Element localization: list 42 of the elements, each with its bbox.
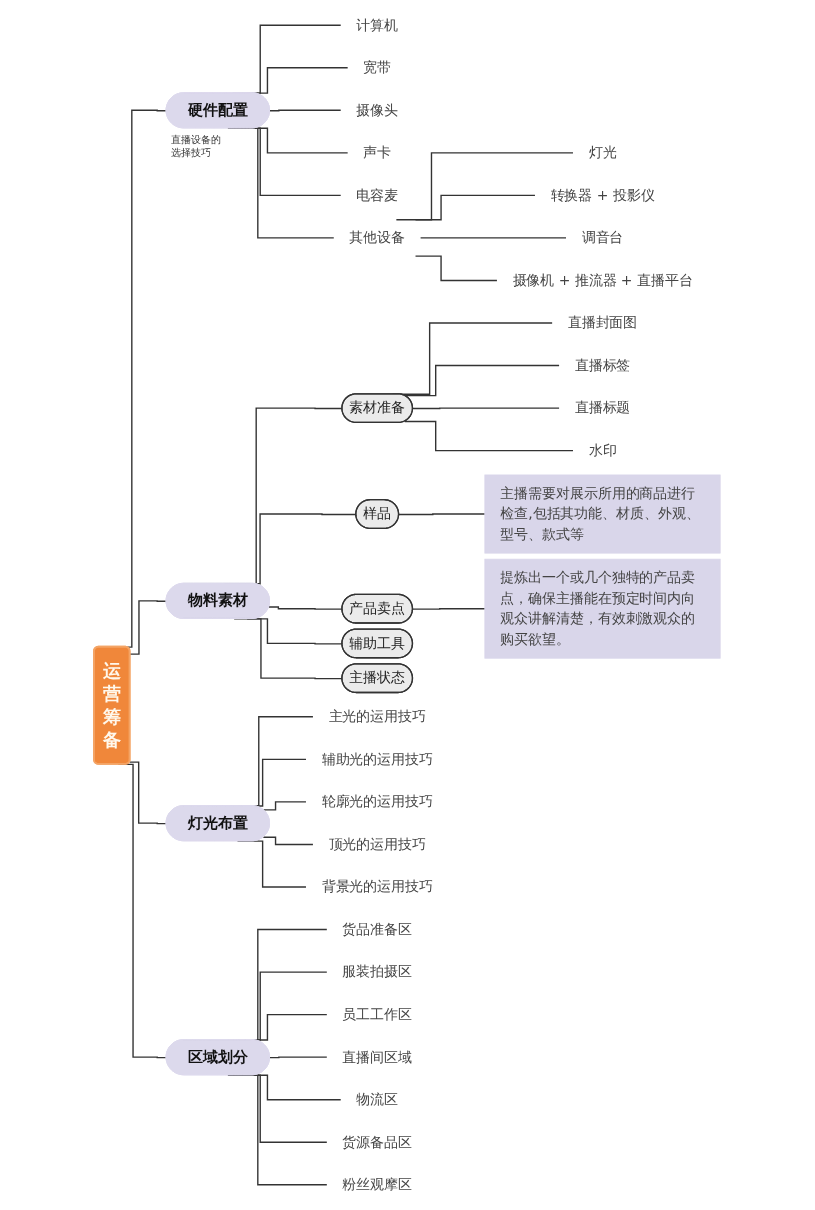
node-text: 员工工作区 <box>342 1005 413 1023</box>
connector <box>415 255 499 282</box>
node-note: 直播设备的选择技巧 <box>170 132 222 160</box>
node-text: 直播标签 <box>575 356 631 374</box>
node-text: 货品准备区 <box>342 920 413 938</box>
connector <box>398 513 486 516</box>
node-text: 物流区 <box>356 1091 399 1108</box>
node-text: 计算机 <box>356 16 399 34</box>
node-text: 直播封面图 <box>568 314 638 331</box>
node-text: 电容麦 <box>356 186 399 204</box>
node-box: 提炼出一个或几个独特的产品卖点，确保主播能在预定时间内向观众讲解清楚，有效刺激观众的购买欲望。 <box>484 558 722 659</box>
connector <box>404 420 575 452</box>
connector <box>412 608 486 610</box>
node-text: 背景光的运用技巧 <box>322 878 434 895</box>
node-text: 直播间区域 <box>342 1048 413 1065</box>
connector <box>412 407 561 410</box>
node-text: 水印 <box>589 441 617 459</box>
connector <box>269 1056 328 1059</box>
connector <box>263 801 308 811</box>
node-text: 顶光的运用技巧 <box>329 835 427 853</box>
node-text: 直播标题 <box>575 399 631 416</box>
node-text: 调音台 <box>582 229 624 246</box>
node-text: 转换器 + 投影仪 <box>551 186 655 204</box>
node-box: 主播需要对展示所用的商品进行检查,包括其功能、材质、外观、型号、款式等 <box>484 474 722 554</box>
connector <box>129 761 168 825</box>
node-text: 摄像头 <box>356 101 399 119</box>
node-text: 货源备品区 <box>342 1133 413 1151</box>
node-text: 轮廓光的运用技巧 <box>322 793 434 810</box>
node-text: 主光的运用技巧 <box>329 708 427 725</box>
node-text: 摄像机 + 推流器 + 直播平台 <box>513 271 693 289</box>
connector <box>263 836 315 846</box>
node-text: 灯光 <box>589 144 617 161</box>
connector <box>269 109 342 112</box>
node-text: 辅助光的运用技巧 <box>322 750 434 768</box>
node-text: 声卡 <box>363 144 392 161</box>
connector <box>420 237 568 239</box>
node-text: 宽带 <box>363 59 392 76</box>
connector <box>396 152 575 221</box>
node-text: 粉丝观摩区 <box>342 1176 413 1193</box>
node-text: 其他设备 <box>349 229 406 246</box>
connector <box>415 194 537 221</box>
node-text: 服装拍摄区 <box>342 963 413 980</box>
